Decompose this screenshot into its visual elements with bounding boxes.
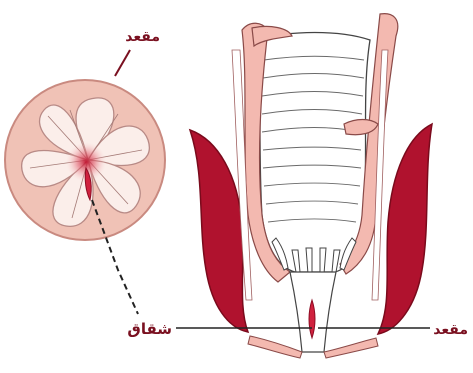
rectum-lumen bbox=[258, 33, 370, 273]
label-right: مقعد bbox=[433, 322, 468, 338]
label-top-left: مقعد bbox=[125, 29, 160, 45]
pointer-top-left bbox=[115, 50, 130, 76]
canal-fissure bbox=[309, 300, 315, 338]
anal-canal-cross-section bbox=[190, 14, 432, 358]
anus-inset-view bbox=[5, 80, 165, 240]
label-fissure: شقاق bbox=[127, 320, 172, 338]
perianal-skin-right bbox=[324, 338, 378, 358]
perianal-skin-left bbox=[248, 336, 302, 358]
right-sphincter-muscle bbox=[378, 124, 432, 334]
